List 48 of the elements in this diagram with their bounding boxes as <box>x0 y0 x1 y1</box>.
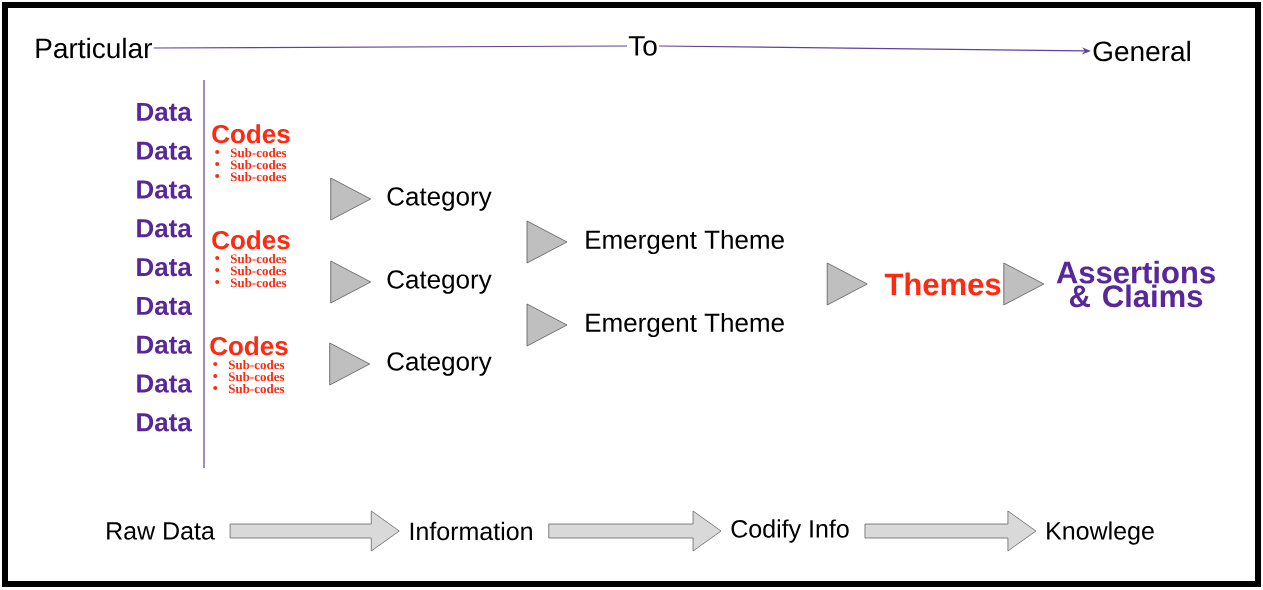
code-list: Codes Sub-codes Sub-codes Sub-codes <box>212 124 290 182</box>
stage-label: Raw Data <box>107 522 215 540</box>
chevron-arrow <box>330 177 372 221</box>
data-label: Data <box>137 296 192 316</box>
node-label: Sub-codes <box>228 372 285 382</box>
stage-label: Codify Info <box>731 519 849 543</box>
category-label: Category <box>387 187 492 211</box>
node-label: Sub-codes <box>230 254 287 264</box>
chevron-arrow <box>330 260 372 304</box>
code-list: Codes Sub-codes Sub-codes Sub-codes <box>210 336 288 394</box>
data-label: Data <box>137 413 192 432</box>
node-label: Sub-codes <box>230 148 287 158</box>
theme-label: Emergent Theme <box>586 229 784 255</box>
data-label: Data <box>137 141 192 160</box>
claims-label: Assertions & Claims <box>1056 260 1215 308</box>
node-label: Sub-codes <box>228 360 285 370</box>
chevron-arrow <box>329 342 371 386</box>
data-label: Data <box>137 335 192 354</box>
scale-label: General <box>1093 40 1190 62</box>
node-label: Codes <box>212 230 290 250</box>
category-label: Category <box>387 352 492 376</box>
data-label: Data <box>137 180 192 199</box>
node-label: Sub-codes <box>230 172 287 182</box>
chevron-arrow <box>526 303 568 347</box>
node-label: Sub-codes <box>228 384 285 394</box>
chevron-arrow <box>1003 262 1045 306</box>
data-label: Data <box>137 102 192 122</box>
theme-label: Emergent Theme <box>586 312 784 338</box>
block-arrow <box>864 510 1037 552</box>
data-label: Data <box>137 258 192 277</box>
stage-label: Knowlege <box>1047 521 1154 545</box>
stage-label: Information <box>410 521 532 541</box>
scale-line <box>153 45 628 49</box>
node-label: Codes <box>212 124 290 144</box>
scale-label: Particular <box>36 37 152 59</box>
block-arrow <box>229 510 400 552</box>
scale-label: To <box>628 36 657 56</box>
block-arrow <box>548 510 722 552</box>
code-list: Codes Sub-codes Sub-codes Sub-codes <box>212 230 290 288</box>
themes-label: Themes <box>884 272 1001 296</box>
category-label: Category <box>387 270 492 294</box>
chevron-arrow <box>826 262 868 306</box>
node-label: Sub-codes <box>230 278 287 288</box>
node-label: Sub-codes <box>230 266 287 276</box>
node-label: Codes <box>210 336 288 356</box>
node-label: Sub-codes <box>230 160 287 170</box>
data-label: Data <box>137 219 192 238</box>
chevron-arrow <box>526 220 568 264</box>
